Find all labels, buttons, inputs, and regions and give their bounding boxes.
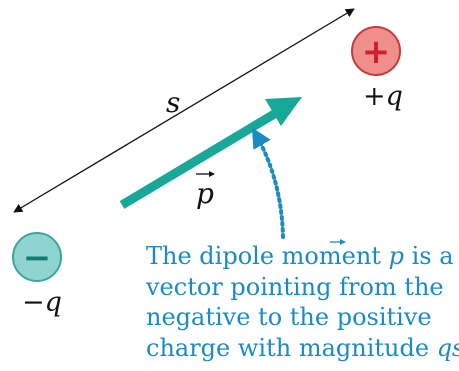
annotation-line-4: charge with magnitude qs. [146,334,459,362]
negative-charge: − [12,232,62,282]
dipole-vector-arrow [119,97,302,209]
plus-icon: + [362,32,391,72]
positive-charge: + [351,26,401,76]
svg-text:p: p [196,177,214,210]
annotation-text: The dipole moment p is a vector pointing… [145,242,459,362]
separation-double-arrow [13,8,355,213]
annotation-pointer-arrow [251,127,285,239]
negative-charge-label: −q [22,287,62,318]
annotation-vector-mark [330,239,346,245]
annotation-line-3: negative to the positive [146,303,432,331]
dipole-vector-label: p [196,171,215,210]
separation-label: s [166,86,180,119]
minus-icon: − [23,238,52,278]
annotation-line-1: The dipole moment p is a [146,242,454,270]
positive-charge-label: +q [363,81,403,112]
annotation-line-2: vector pointing from the [145,273,444,301]
